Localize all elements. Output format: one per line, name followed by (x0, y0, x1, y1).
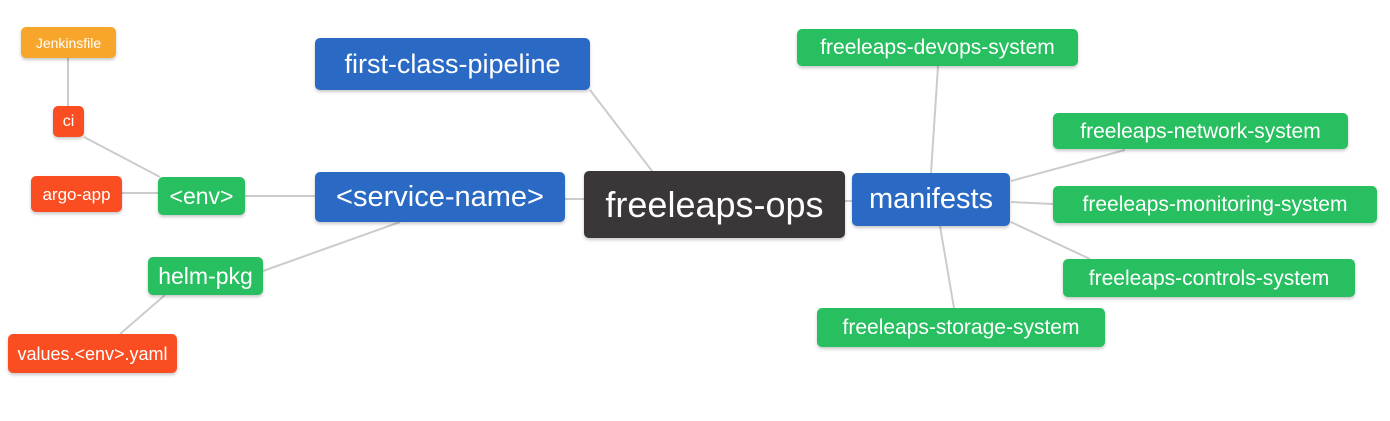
edge-first-class-pipeline-to-freeleaps-ops (589, 89, 653, 172)
mindmap-node-first-class-pipeline[interactable]: first-class-pipeline (315, 38, 590, 90)
mindmap-node-ci[interactable]: ci (53, 106, 84, 137)
edge-service-name-to-helm-pkg (262, 221, 401, 272)
mindmap-node-env[interactable]: <env> (158, 177, 245, 215)
edge-manifests-to-freeleaps-network-system (1010, 149, 1126, 182)
mindmap-node-service-name[interactable]: <service-name> (315, 172, 565, 222)
edge-ci-to-env (83, 136, 161, 178)
mindmap-node-jenkinsfile[interactable]: Jenkinsfile (21, 27, 116, 58)
mindmap-node-freeleaps-monitoring-system[interactable]: freeleaps-monitoring-system (1053, 186, 1377, 223)
mindmap-node-argo-app[interactable]: argo-app (31, 176, 122, 212)
mindmap-node-freeleaps-devops-system[interactable]: freeleaps-devops-system (797, 29, 1078, 66)
edge-manifests-to-freeleaps-controls-system (1010, 221, 1091, 260)
edge-manifests-to-freeleaps-devops-system (930, 65, 939, 174)
mindmap-node-values-env-yaml[interactable]: values.<env>.yaml (8, 334, 177, 373)
mindmap-node-manifests[interactable]: manifests (852, 173, 1010, 226)
mindmap-node-freeleaps-controls-system[interactable]: freeleaps-controls-system (1063, 259, 1355, 297)
mindmap-node-freeleaps-network-system[interactable]: freeleaps-network-system (1053, 113, 1348, 149)
edge-manifests-to-freeleaps-monitoring-system (1010, 201, 1054, 205)
mindmap-node-freeleaps-storage-system[interactable]: freeleaps-storage-system (817, 308, 1105, 347)
edge-helm-pkg-to-values-env-yaml (119, 294, 166, 335)
edge-manifests-to-freeleaps-storage-system (939, 225, 955, 309)
mindmap-node-freeleaps-ops[interactable]: freeleaps-ops (584, 171, 845, 238)
mindmap-node-helm-pkg[interactable]: helm-pkg (148, 257, 263, 295)
